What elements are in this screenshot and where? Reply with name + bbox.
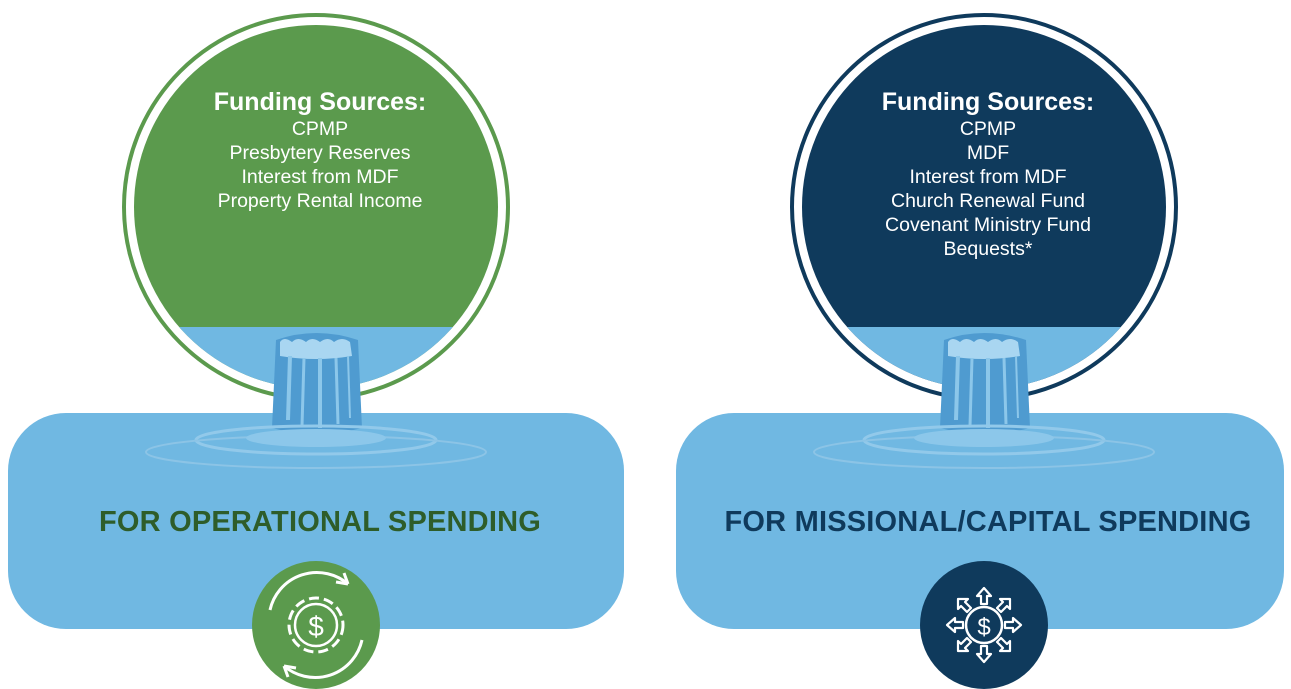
funding-source-item: Property Rental Income <box>217 190 423 212</box>
operational-diagram: $ <box>8 13 624 689</box>
funding-circle <box>802 25 1166 389</box>
funding-sources-block: Funding Sources: CPMP MDF Interest from … <box>668 87 1291 261</box>
svg-text:$: $ <box>977 614 990 641</box>
funding-circle <box>134 25 498 389</box>
missional-diagram: $ <box>676 13 1284 689</box>
waterfall <box>813 333 1155 469</box>
funding-source-item: MDF <box>966 142 1010 164</box>
funding-source-item: Interest from MDF <box>909 166 1067 188</box>
funding-source-item: Presbytery Reserves <box>229 142 411 164</box>
waterfall <box>145 333 487 469</box>
gear-dollar-cycle-icon: $ <box>252 561 380 689</box>
water-basin <box>8 413 624 629</box>
funding-sources-heading: Funding Sources: <box>881 88 1095 116</box>
missional-panel: $ Funding Sources: CPMP MDF Interest fro… <box>668 0 1291 689</box>
funding-sources-block: Funding Sources: CPMP Presbytery Reserve… <box>0 87 640 213</box>
funding-source-item: CPMP <box>291 118 349 140</box>
funding-source-item: CPMP <box>959 118 1017 140</box>
funding-source-item: Church Renewal Fund <box>890 190 1086 212</box>
dollar-arrows-outward-icon: $ <box>920 561 1048 689</box>
funding-sources-heading: Funding Sources: <box>213 88 427 116</box>
funding-source-item: Bequests* <box>943 238 1033 260</box>
operational-spending-label: FOR OPERATIONAL SPENDING <box>99 506 541 538</box>
missional-spending-label: FOR MISSIONAL/CAPITAL SPENDING <box>724 506 1252 538</box>
water-basin <box>676 413 1284 629</box>
svg-text:$: $ <box>308 611 324 642</box>
funding-source-item: Interest from MDF <box>241 166 399 188</box>
operational-panel: $ Funding Sources: CPMP Presbytery Reser… <box>0 0 640 689</box>
funding-source-item: Covenant Ministry Fund <box>885 214 1091 236</box>
